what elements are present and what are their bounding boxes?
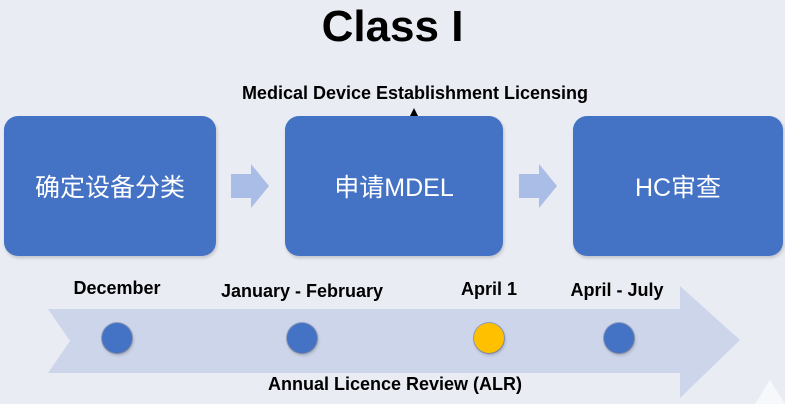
milestone-label-jan-feb: January - February bbox=[220, 281, 384, 301]
milestone-label-december: December bbox=[73, 278, 161, 298]
timeline-label: Annual Licence Review (ALR) bbox=[267, 374, 523, 394]
timeline-arrow bbox=[48, 286, 740, 398]
corner-triangle bbox=[755, 380, 785, 404]
milestone-dot bbox=[287, 323, 317, 353]
chevron-arrow-2 bbox=[519, 164, 557, 208]
mdel-label: Medical Device Establishment Licensing bbox=[241, 83, 589, 103]
milestone-dot-highlight bbox=[474, 323, 504, 353]
step-box-hc-review: HC审查 bbox=[573, 116, 783, 256]
step-label: HC审查 bbox=[634, 174, 722, 202]
page-title: Class I bbox=[321, 2, 464, 51]
chevron-arrow-1 bbox=[231, 164, 269, 208]
milestone-label-april-1: April 1 bbox=[460, 279, 518, 299]
milestone-label-april-july: April - July bbox=[570, 280, 664, 300]
step-box-apply-mdel: 申请MDEL bbox=[285, 116, 503, 256]
step-box-classification: 确定设备分类 bbox=[4, 116, 216, 256]
milestone-dot bbox=[604, 323, 634, 353]
step-label: 确定设备分类 bbox=[34, 174, 185, 202]
milestone-dot bbox=[102, 323, 132, 353]
step-label: 申请MDEL bbox=[334, 174, 454, 202]
